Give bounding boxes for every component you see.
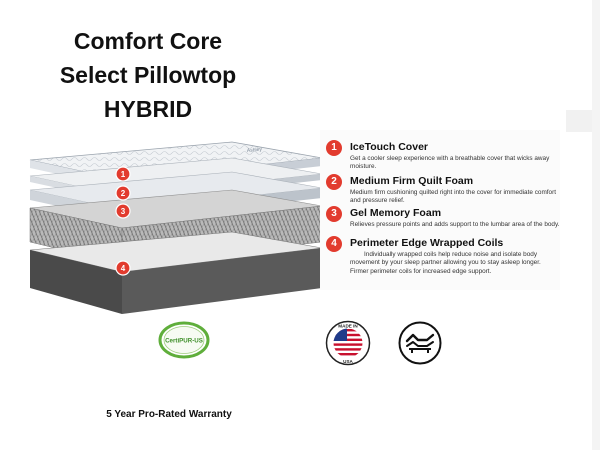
- layer-marker-4-label: 4: [121, 264, 126, 273]
- adjustable-base-icon: [398, 321, 442, 365]
- feature-title: IceTouch Cover: [350, 141, 428, 153]
- feature-title: Gel Memory Foam: [350, 207, 442, 219]
- feature-number-badge: 4: [326, 236, 342, 252]
- layer-marker-1-label: 1: [121, 170, 126, 179]
- product-title-line-2: Select Pillowtop: [59, 62, 237, 88]
- mattress-layers-illustration: Ashley 1 2 3 4: [29, 141, 323, 314]
- page-edge-strip: [592, 0, 600, 450]
- layer-marker-3: 3: [115, 203, 131, 219]
- certipur-badge-label: CertiPUR-US: [165, 338, 203, 345]
- feature-description: Medium firm cushioning quilted right int…: [350, 189, 557, 205]
- made-in-label: MADE IN: [338, 323, 358, 328]
- feature-title: Perimeter Edge Wrapped Coils: [350, 237, 504, 249]
- warranty-text: 5 Year Pro-Rated Warranty: [106, 409, 232, 420]
- product-title-line-3: HYBRID: [103, 96, 193, 122]
- layer-marker-2-label: 2: [121, 189, 126, 198]
- layer-marker-1: 1: [115, 166, 131, 182]
- certipur-badge-icon: CertiPUR-US: [158, 321, 210, 359]
- layer-marker-3-label: 3: [121, 207, 126, 216]
- svg-text:Ashley: Ashley: [247, 147, 263, 154]
- layer-marker-4: 4: [115, 260, 131, 276]
- feature-number-badge: 3: [326, 206, 342, 222]
- made-in-usa-badge-icon: MADE IN USA: [325, 320, 371, 366]
- feature-list: 1 IceTouch Cover Get a cooler sleep expe…: [320, 130, 560, 290]
- product-title-line-1: Comfort Core: [73, 28, 223, 54]
- feature-title: Medium Firm Quilt Foam: [350, 175, 474, 187]
- page-edge-tab: [566, 110, 592, 132]
- layer-marker-2: 2: [115, 185, 131, 201]
- usa-label: USA: [343, 359, 353, 364]
- feature-number-badge: 1: [326, 140, 342, 156]
- layer-base: [29, 231, 323, 314]
- feature-number-badge: 2: [326, 174, 342, 190]
- product-title: Comfort Core Select Pillowtop HYBRID: [38, 24, 258, 126]
- feature-description: Relieves pressure points and adds suppor…: [350, 221, 560, 228]
- feature-description: Get a cooler sleep experience with a bre…: [350, 155, 550, 171]
- feature-description: Individually wrapped coils help reduce n…: [350, 251, 541, 275]
